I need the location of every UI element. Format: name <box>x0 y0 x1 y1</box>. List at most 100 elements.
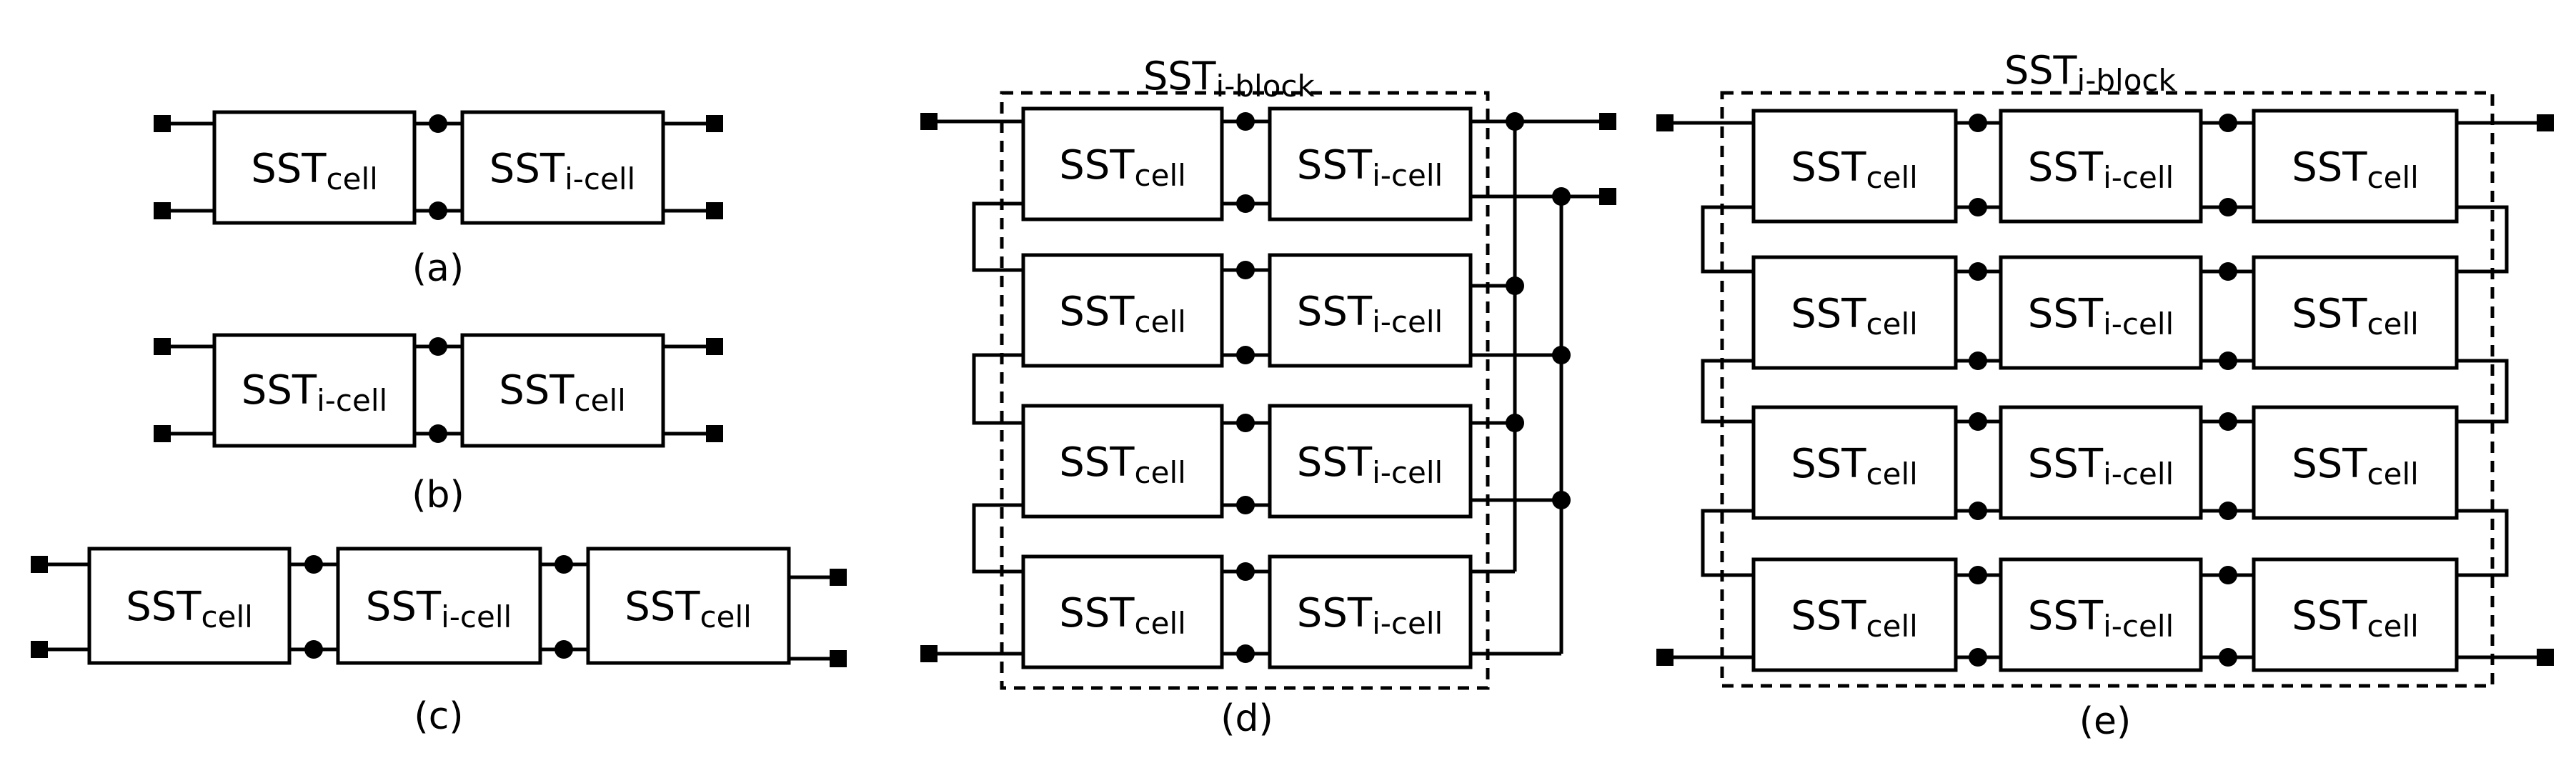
junction-node <box>1236 346 1255 364</box>
sst-cell-box <box>2252 557 2459 672</box>
sst-icell-label: SSTi-cell <box>2028 593 2174 644</box>
sst-icell-label: SSTi-cell <box>2028 144 2174 195</box>
bus-node <box>1506 414 1524 432</box>
junction-node <box>2219 198 2237 216</box>
junction-node <box>1969 566 1987 584</box>
caption-e: (e) <box>2079 700 2132 743</box>
sst-cell-label: SSTcell <box>1059 439 1186 490</box>
sst-cell-box <box>2252 109 2459 224</box>
sst-icell-label: SSTi-cell <box>242 367 387 418</box>
i-block-boundary <box>1720 91 2495 688</box>
sst-icell-label: SSTi-cell <box>1297 289 1443 339</box>
junction-node <box>1236 644 1255 663</box>
junction-node <box>429 114 447 133</box>
caption-b: (b) <box>412 474 464 517</box>
series-link <box>2457 205 2509 274</box>
terminal <box>706 425 723 442</box>
sst-icell-label: SSTi-cell <box>1297 590 1443 641</box>
caption-d: (d) <box>1220 697 1273 740</box>
terminal <box>830 569 847 586</box>
terminal <box>920 645 938 662</box>
sst-icell-label: SSTi-cell <box>489 146 635 196</box>
terminal <box>1599 113 1616 130</box>
bus-node <box>1506 112 1524 131</box>
junction-node <box>2219 502 2237 520</box>
diagram-a: SSTcell SSTi-cell (a) <box>154 110 723 290</box>
sst-icell-box <box>212 333 417 448</box>
sst-cell-label: SSTcell <box>1059 142 1186 193</box>
bus-node <box>1506 276 1524 295</box>
sst-cell-label: SSTcell <box>1791 593 1918 644</box>
sst-icell-label: SSTi-cell <box>1297 142 1443 193</box>
sst-cell-box <box>1021 404 1224 519</box>
sst-icell-box <box>1268 106 1473 221</box>
terminal <box>1656 114 1674 131</box>
diagram-e: SSTi-block <box>1656 48 2554 743</box>
sst-icell-label: SSTi-cell <box>2028 441 2174 492</box>
series-link <box>972 353 1023 425</box>
terminal <box>706 115 723 132</box>
sst-cell-box <box>1021 253 1224 368</box>
sst-icell-box <box>1999 255 2203 370</box>
sst-cell-box <box>2252 255 2459 370</box>
series-link <box>2457 509 2509 577</box>
sst-cell-box <box>586 547 791 665</box>
junction-node <box>429 337 447 356</box>
terminal <box>706 202 723 219</box>
sst-cell-box <box>87 547 292 665</box>
sst-icell-box <box>1268 404 1473 519</box>
junction-node <box>1969 198 1987 216</box>
sst-icell-box <box>1999 405 2203 520</box>
sst-cell-box <box>1751 255 1958 370</box>
junction-node <box>1969 114 1987 132</box>
bus-node <box>1552 346 1571 364</box>
junction-node <box>2219 114 2237 132</box>
caption-c: (c) <box>414 695 463 738</box>
terminal <box>920 113 938 130</box>
terminal <box>154 202 171 219</box>
sst-cell-box <box>1751 109 1958 224</box>
junction-node <box>1236 112 1255 131</box>
sst-cell-label: SSTcell <box>126 584 253 634</box>
junction-node <box>555 640 573 659</box>
terminal <box>830 650 847 667</box>
junction-node <box>1236 496 1255 514</box>
sst-cell-label: SSTcell <box>251 146 378 196</box>
series-link <box>972 201 1023 272</box>
junction-node <box>1969 648 1987 667</box>
terminal <box>2537 114 2554 131</box>
sst-cell-label: SSTcell <box>625 584 752 634</box>
series-link <box>1701 205 1754 274</box>
sst-cell-label: SSTcell <box>499 367 626 418</box>
junction-node <box>1969 262 1987 281</box>
junction-node <box>2219 351 2237 370</box>
series-link <box>2457 359 2509 424</box>
sst-cell-box <box>1751 557 1958 672</box>
terminal <box>31 556 48 573</box>
junction-node <box>1236 414 1255 432</box>
sst-cell-label: SSTcell <box>2292 291 2419 341</box>
diagram-c: SSTcell SSTi-cell SSTcell (c) <box>31 547 847 738</box>
sst-icell-box <box>460 110 665 225</box>
sst-cell-box <box>212 110 417 225</box>
sst-icell-box <box>1999 109 2203 224</box>
sst-cell-label: SSTcell <box>2292 593 2419 644</box>
sst-icell-box <box>336 547 542 665</box>
series-link <box>972 503 1023 574</box>
sst-cell-box <box>1751 405 1958 520</box>
series-link <box>1701 359 1754 424</box>
junction-node <box>304 640 323 659</box>
sst-icell-box <box>1268 554 1473 669</box>
sst-cell-label: SSTcell <box>1791 144 1918 195</box>
junction-node <box>1969 502 1987 520</box>
sst-cell-label: SSTcell <box>1059 289 1186 339</box>
junction-node <box>2219 648 2237 667</box>
terminal <box>2537 649 2554 666</box>
terminal <box>154 338 171 355</box>
caption-a: (a) <box>412 247 464 290</box>
junction-node <box>2219 412 2237 431</box>
sst-icell-label: SSTi-cell <box>2028 291 2174 341</box>
sst-icell-label: SSTi-cell <box>366 584 512 634</box>
diagram-d: SSTi-block <box>920 54 1616 740</box>
